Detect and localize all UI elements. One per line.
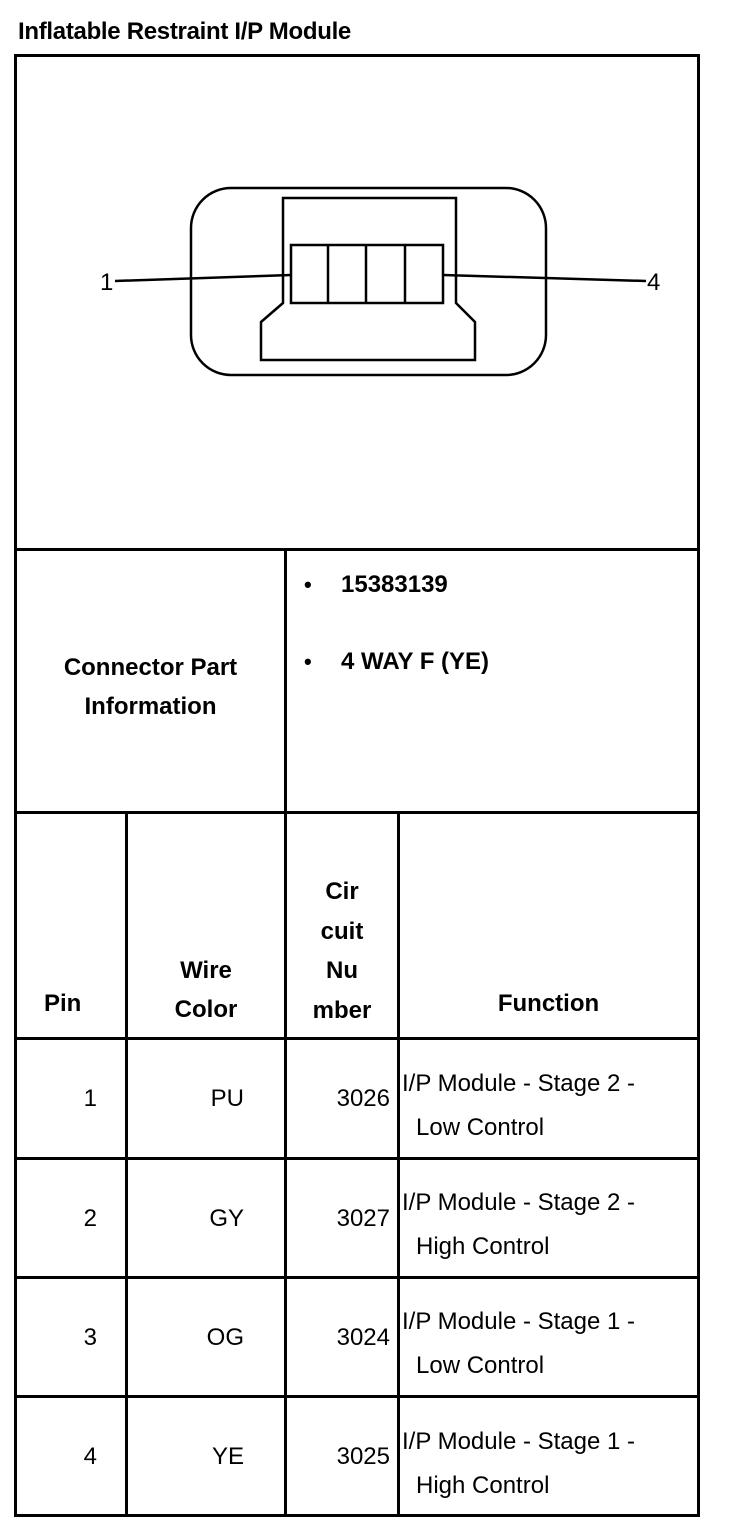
function-cell: I/P Module - Stage 2 - Low Control bbox=[402, 1062, 635, 1150]
function-line1: I/P Module - Stage 2 - bbox=[402, 1070, 636, 1097]
function-line2: Low Control bbox=[416, 1352, 545, 1379]
header-circuit-line4: mber bbox=[312, 996, 372, 1024]
header-pin: Pin bbox=[44, 990, 82, 1017]
circuit-cell: 3027 bbox=[336, 1205, 390, 1232]
circuit-cell: 3025 bbox=[336, 1443, 390, 1470]
pin-cell: 1 bbox=[83, 1085, 97, 1112]
header-circuit-number: Cir cuit Nu mber bbox=[287, 872, 397, 1030]
header-function: Function bbox=[497, 990, 600, 1017]
connector-description: 4 WAY F (YE) bbox=[341, 648, 490, 675]
connector-info-label-line2: Information bbox=[84, 693, 217, 720]
part-number: 15383139 bbox=[341, 571, 448, 598]
function-cell: I/P Module - Stage 1 - High Control bbox=[402, 1420, 635, 1508]
circuit-cell: 3026 bbox=[336, 1085, 390, 1112]
pin-cell: 3 bbox=[83, 1324, 97, 1351]
function-line2: High Control bbox=[416, 1233, 550, 1260]
wire-color-cell: GY bbox=[209, 1205, 244, 1232]
header-circuit-line3: Nu bbox=[326, 957, 358, 984]
header-circuit-line1: Cir bbox=[325, 878, 359, 905]
pin-cell: 4 bbox=[83, 1443, 97, 1470]
function-cell: I/P Module - Stage 1 - Low Control bbox=[402, 1300, 635, 1388]
wire-color-cell: YE bbox=[211, 1443, 244, 1470]
pin-1-callout: 1 bbox=[100, 269, 113, 296]
connector-outline bbox=[114, 186, 647, 377]
function-cell: I/P Module - Stage 2 - High Control bbox=[402, 1181, 635, 1269]
function-line2: Low Control bbox=[416, 1114, 545, 1141]
bullet-icon: • bbox=[304, 649, 312, 674]
pin-4-callout: 4 bbox=[647, 269, 660, 296]
function-line2: High Control bbox=[416, 1472, 550, 1499]
function-line1: I/P Module - Stage 1 - bbox=[402, 1308, 636, 1335]
connector-info-label-line1: Connector Part bbox=[63, 654, 238, 681]
connector-diagram: 1 4 bbox=[100, 186, 660, 377]
function-line1: I/P Module - Stage 1 - bbox=[402, 1428, 636, 1455]
function-line1: I/P Module - Stage 2 - bbox=[402, 1189, 636, 1216]
pin-cell: 2 bbox=[83, 1205, 97, 1232]
header-wire-color-line1: Wire bbox=[180, 957, 232, 984]
wire-color-cell: OG bbox=[206, 1324, 244, 1351]
wire-color-cell: PU bbox=[210, 1085, 244, 1112]
circuit-cell: 3024 bbox=[336, 1324, 390, 1351]
header-circuit-line2: cuit bbox=[320, 917, 364, 945]
connector-info-label: Connector Part Information bbox=[17, 648, 284, 726]
header-wire-color: Wire Color bbox=[128, 951, 284, 1029]
page-title: Inflatable Restraint I/P Module bbox=[18, 18, 351, 45]
bullet-icon: • bbox=[304, 572, 312, 597]
header-wire-color-line2: Color bbox=[174, 996, 238, 1023]
